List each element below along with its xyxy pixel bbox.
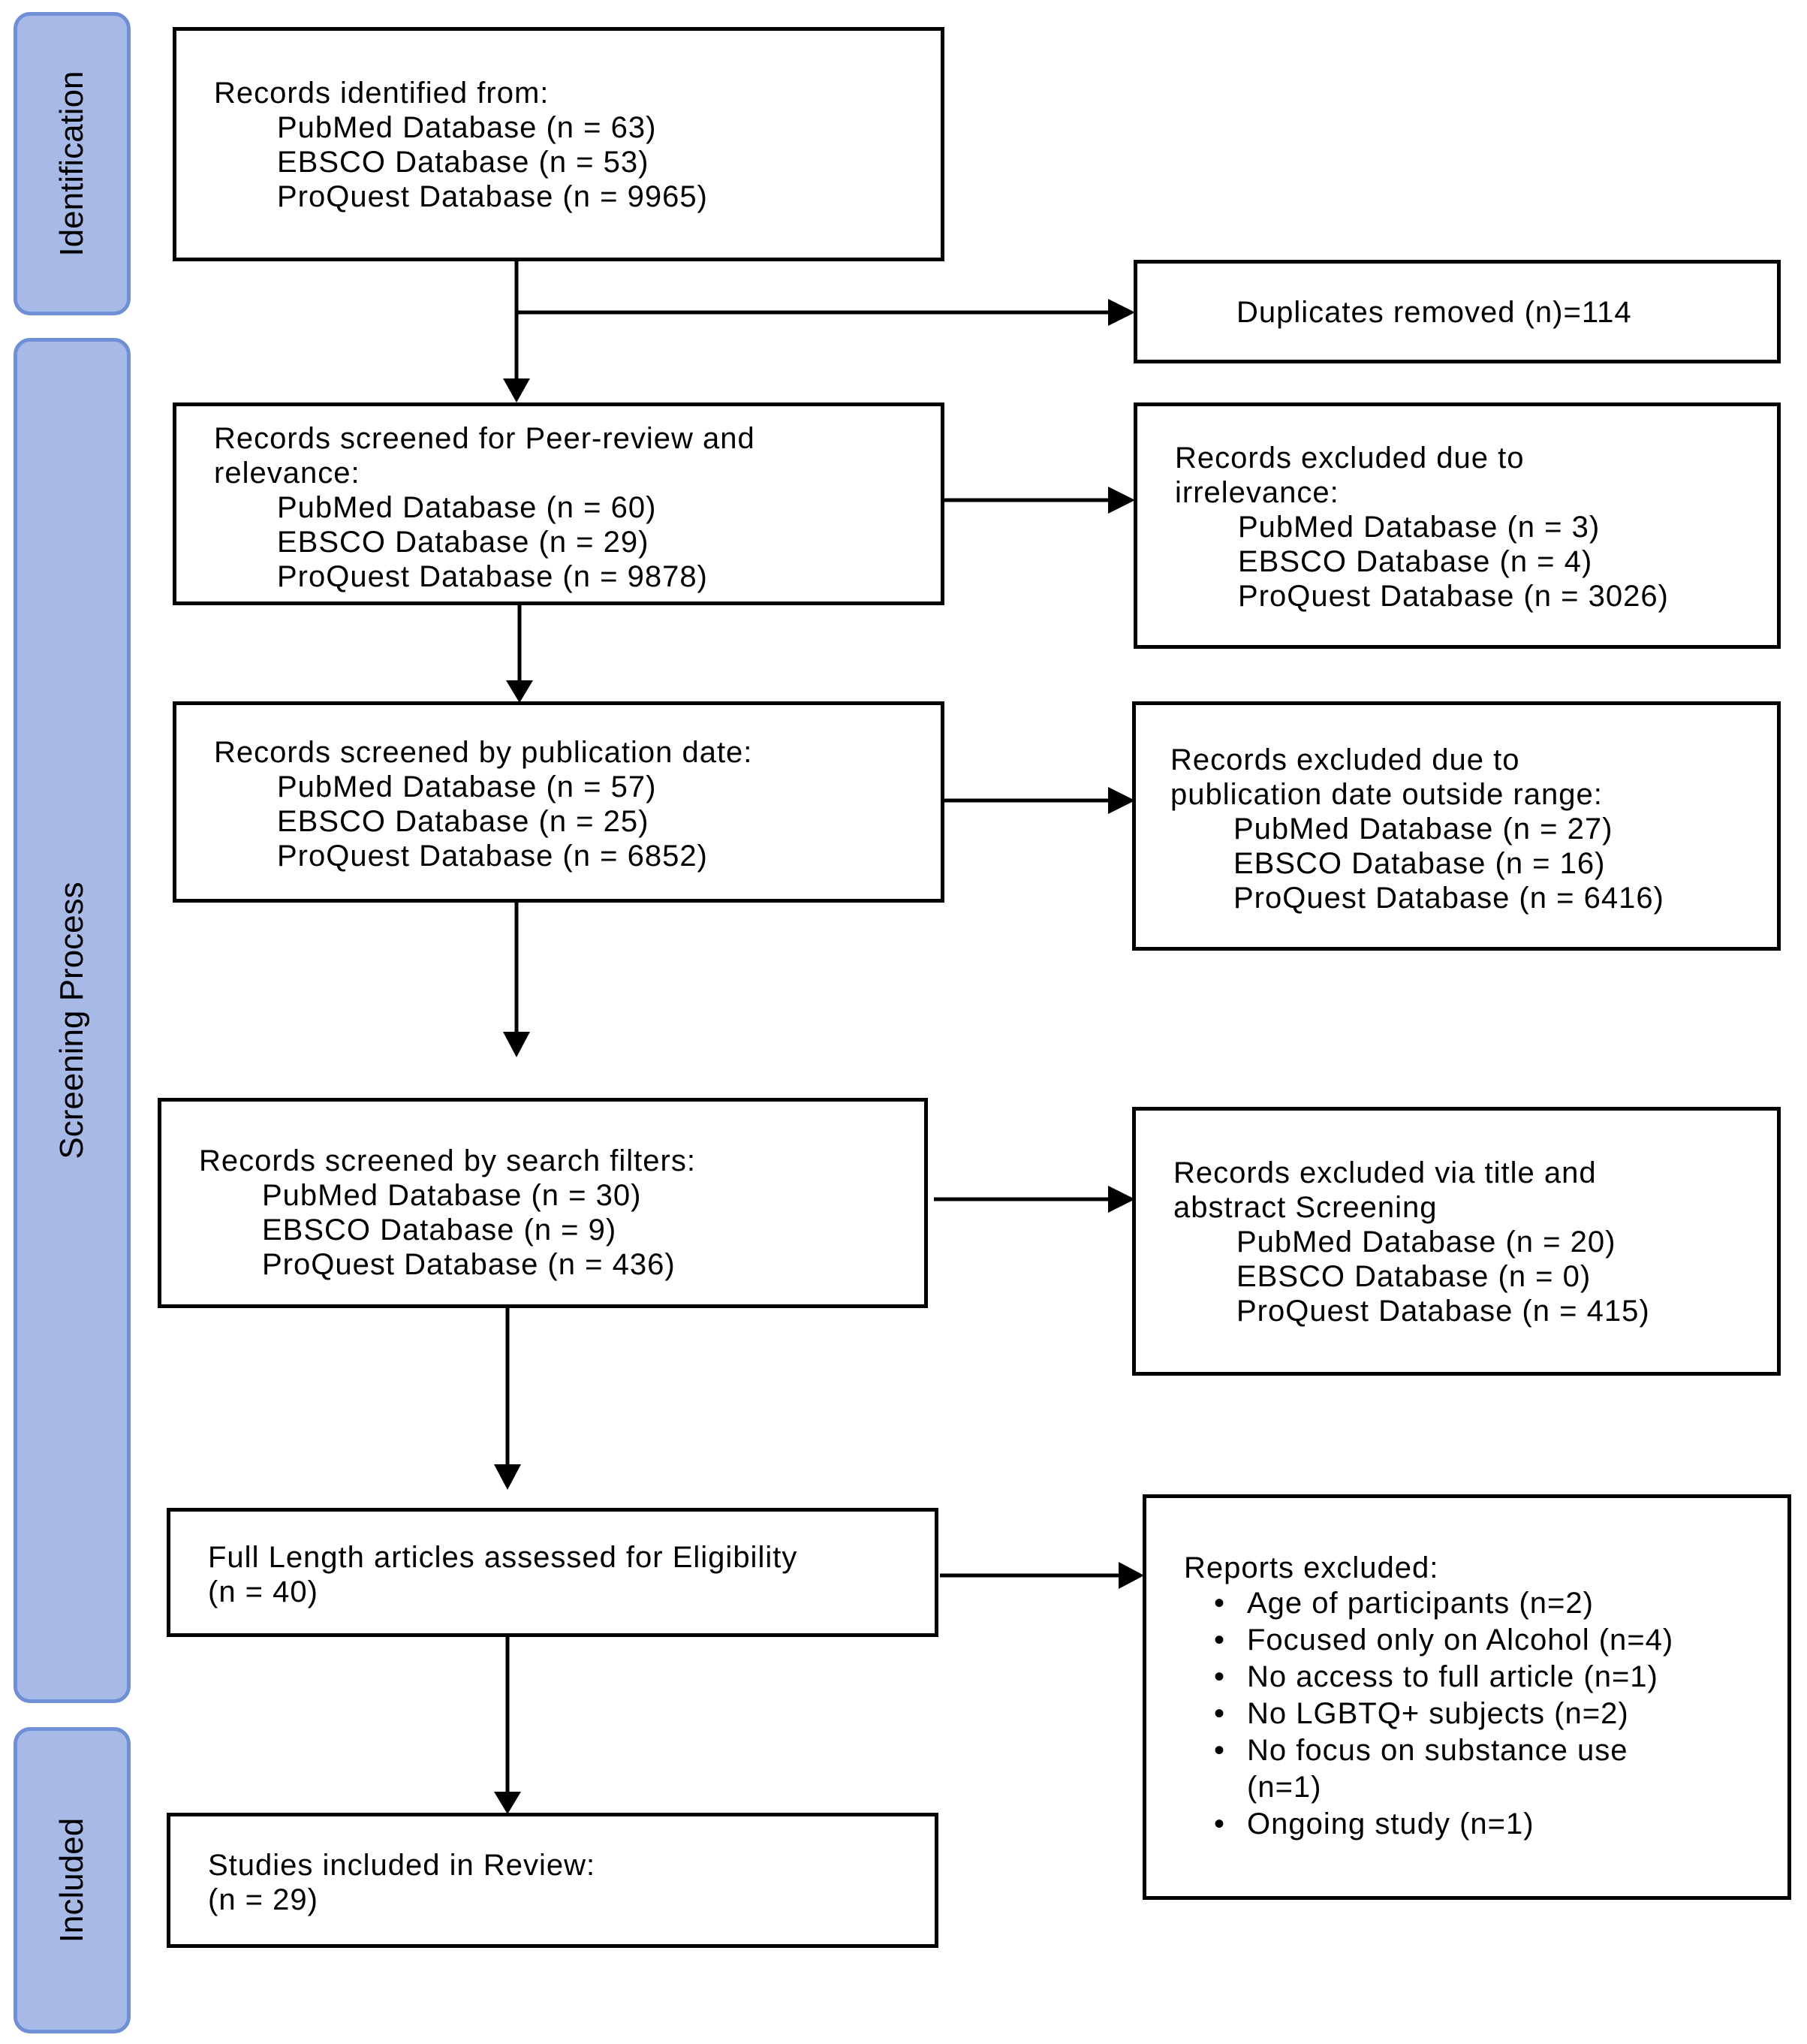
excluded-title-abstract-ebsco: EBSCO Database (n = 0): [1236, 1260, 1592, 1293]
duplicates-removed-text: Duplicates removed (n)=114: [1236, 296, 1632, 329]
publication-date-pubmed: PubMed Database (n = 57): [277, 770, 657, 803]
arrowhead-date-to-filters: [503, 1032, 530, 1057]
reports-excluded-item: No LGBTQ+ subjects (n=2): [1211, 1696, 1787, 1732]
records-identified-proquest: ProQuest Database (n = 9965): [277, 180, 708, 213]
box-peer-review: Records screened for Peer-review and rel…: [173, 402, 944, 605]
excluded-date-pubmed: PubMed Database (n = 27): [1233, 812, 1613, 846]
box-records-identified: Records identified from: PubMed Database…: [173, 27, 944, 261]
excluded-title-abstract-proquest: ProQuest Database (n = 415): [1236, 1295, 1650, 1328]
reports-excluded-list: Age of participants (n=2) Focused only o…: [1184, 1585, 1787, 1843]
reports-excluded-item: Ongoing study (n=1): [1211, 1806, 1787, 1843]
full-length-title: Full Length articles assessed for Eligib…: [208, 1541, 798, 1574]
arrowhead-filters-to-excluded: [1108, 1186, 1135, 1213]
phase-identification: Identification: [14, 12, 131, 315]
excluded-date-title: Records excluded due to: [1170, 743, 1520, 776]
arrowhead-peer-to-excluded: [1108, 487, 1135, 514]
arrowhead-to-duplicates: [1108, 299, 1135, 326]
excluded-title-abstract-title-cont: abstract Screening: [1173, 1191, 1438, 1224]
box-publication-date: Records screened by publication date: Pu…: [173, 701, 944, 903]
excluded-irrelevance-ebsco: EBSCO Database (n = 4): [1238, 545, 1593, 578]
peer-review-pubmed: PubMed Database (n = 60): [277, 491, 657, 524]
peer-review-title: Records screened for Peer-review and: [214, 422, 755, 455]
arrowhead-date-to-excluded: [1108, 787, 1135, 814]
excluded-date-title-cont: publication date outside range:: [1170, 778, 1603, 811]
arrowhead-full-to-reports: [1119, 1562, 1144, 1589]
reports-excluded-title: Reports excluded:: [1184, 1551, 1439, 1584]
search-filters-ebsco: EBSCO Database (n = 9): [262, 1213, 617, 1247]
search-filters-title: Records screened by search filters:: [199, 1144, 696, 1177]
reports-excluded-item: Focused only on Alcohol (n=4): [1211, 1622, 1787, 1659]
excluded-date-proquest: ProQuest Database (n = 6416): [1233, 882, 1664, 915]
studies-included-title: Studies included in Review:: [208, 1849, 596, 1882]
full-length-count: (n = 40): [208, 1575, 318, 1608]
arrowhead-full-to-included: [494, 1792, 521, 1814]
excluded-irrelevance-title: Records excluded due to: [1175, 442, 1525, 475]
reports-excluded-item: No access to full article (n=1): [1211, 1659, 1787, 1696]
box-search-filters: Records screened by search filters: PubM…: [158, 1098, 928, 1308]
box-duplicates-removed: Duplicates removed (n)=114: [1134, 260, 1781, 363]
phase-included: Included: [14, 1727, 131, 2033]
arrowhead-peer-to-date: [506, 680, 533, 703]
excluded-irrelevance-proquest: ProQuest Database (n = 3026): [1238, 580, 1669, 613]
reports-excluded-item: Age of participants (n=2): [1211, 1585, 1787, 1622]
box-excluded-title-abstract: Records excluded via title and abstract …: [1132, 1107, 1781, 1376]
box-full-length: Full Length articles assessed for Eligib…: [167, 1508, 938, 1637]
studies-included-count: (n = 29): [208, 1883, 318, 1916]
box-studies-included: Studies included in Review: (n = 29): [167, 1813, 938, 1948]
excluded-date-ebsco: EBSCO Database (n = 16): [1233, 847, 1606, 880]
box-excluded-irrelevance: Records excluded due to irrelevance: Pub…: [1134, 402, 1781, 649]
excluded-irrelevance-pubmed: PubMed Database (n = 3): [1238, 511, 1601, 544]
box-reports-excluded: Reports excluded: Age of participants (n…: [1143, 1494, 1791, 1900]
arrowhead-identified-to-peer: [503, 378, 530, 402]
peer-review-ebsco: EBSCO Database (n = 29): [277, 526, 649, 559]
peer-review-title-cont: relevance:: [214, 457, 360, 490]
publication-date-ebsco: EBSCO Database (n = 25): [277, 805, 649, 838]
excluded-title-abstract-title: Records excluded via title and: [1173, 1156, 1597, 1189]
records-identified-title: Records identified from:: [214, 77, 550, 110]
records-identified-ebsco: EBSCO Database (n = 53): [277, 146, 649, 179]
box-excluded-date: Records excluded due to publication date…: [1132, 701, 1781, 951]
publication-date-proquest: ProQuest Database (n = 6852): [277, 840, 708, 873]
peer-review-proquest: ProQuest Database (n = 9878): [277, 560, 708, 593]
publication-date-title: Records screened by publication date:: [214, 736, 753, 769]
reports-excluded-item: No focus on substance use(n=1): [1211, 1732, 1787, 1806]
excluded-irrelevance-title-cont: irrelevance:: [1175, 476, 1339, 509]
search-filters-proquest: ProQuest Database (n = 436): [262, 1248, 676, 1281]
arrowhead-filters-to-full: [494, 1464, 521, 1490]
phase-screening: Screening Process: [14, 338, 131, 1703]
excluded-title-abstract-pubmed: PubMed Database (n = 20): [1236, 1225, 1616, 1259]
records-identified-pubmed: PubMed Database (n = 63): [277, 111, 657, 144]
search-filters-pubmed: PubMed Database (n = 30): [262, 1179, 642, 1212]
